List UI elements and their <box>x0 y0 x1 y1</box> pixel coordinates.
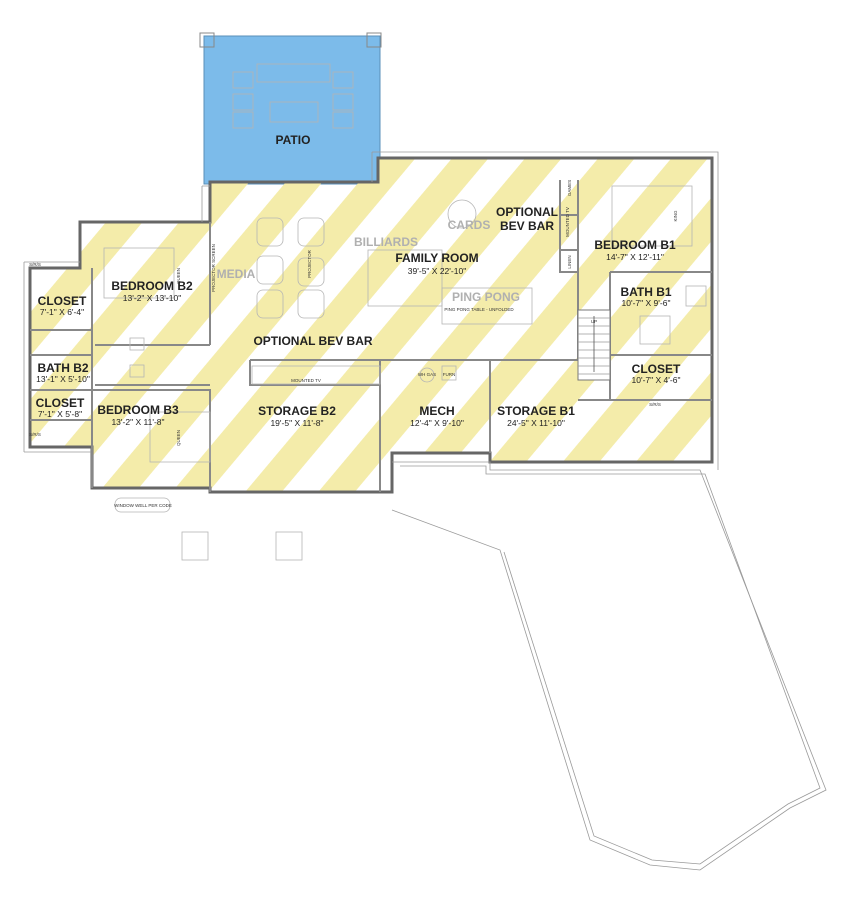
room-labels: PATIO FAMILY ROOM 39'-5" X 22'-10" OPTIO… <box>36 133 681 428</box>
small-annotations: PING PONG TABLE - UNFOLDED MOUNTED TV GA… <box>29 180 678 508</box>
patio-name: PATIO <box>276 133 311 147</box>
deck-outline <box>391 461 827 871</box>
bedroom-b2-name: BEDROOM B2 <box>111 279 193 293</box>
shelf-note-1: S/R/S <box>29 262 41 267</box>
stairs <box>577 309 611 381</box>
closet-bottom-dims: 7'-1" X 5'-8" <box>38 409 82 419</box>
closet-b1-dims: 10'-7" X 4'-6" <box>632 375 681 385</box>
king-note: KING <box>673 210 678 222</box>
bedroom-b3-name: BEDROOM B3 <box>97 403 179 417</box>
shelf-note-3: S/R/S <box>649 402 661 407</box>
up-note: UP <box>591 319 597 324</box>
wh-gas-note: WH GAS <box>418 372 436 377</box>
ping-pong-label: PING PONG <box>452 290 520 304</box>
projector-screen-note: PROJECTOR SCREEN <box>211 244 216 292</box>
fixture-labels: CARDS BILLIARDS MEDIA PING PONG <box>217 218 520 304</box>
queen-b3-note: QUEEN <box>176 430 181 446</box>
bedroom-b2-dims: 13'-2" X 13'-10" <box>123 293 181 303</box>
linen-note: LINEN <box>567 255 572 268</box>
shelf-note-2: S/R/S <box>29 432 41 437</box>
optional-bev-bar-upper-name2: BEV BAR <box>500 219 554 233</box>
furn-note: FURN <box>443 372 456 377</box>
window-well-note: WINDOW WELL PER CODE <box>114 503 172 508</box>
projector-note: PROJECTOR <box>307 249 312 277</box>
bedroom-b1-dims: 14'-7" X 12'-11" <box>606 252 664 262</box>
bath-b2-name: BATH B2 <box>37 361 88 375</box>
patio <box>199 32 382 185</box>
storage-b2-dims: 19'-5" X 11'-8" <box>270 418 323 428</box>
bath-b2-dims: 13'-1" X 5'-10" <box>36 374 90 384</box>
ping-pong-table-note: PING PONG TABLE - UNFOLDED <box>444 307 514 312</box>
mounted-tv-note: MOUNTED TV <box>291 378 321 383</box>
mounted-tv-b1-note: MOUNTED TV <box>565 207 570 237</box>
bath-b1-name: BATH B1 <box>620 285 671 299</box>
furniture <box>103 185 707 561</box>
closet-bottom-name: CLOSET <box>36 396 85 410</box>
family-room-name: FAMILY ROOM <box>395 251 478 265</box>
bedroom-b3-dims: 13'-2" X 11'-8" <box>111 417 164 427</box>
queen-b2-note: QUEEN <box>176 268 181 284</box>
cards-label: CARDS <box>448 218 491 232</box>
closet-b1-name: CLOSET <box>632 362 681 376</box>
storage-b2-name: STORAGE B2 <box>258 404 336 418</box>
optional-bev-bar-name: OPTIONAL BEV BAR <box>253 334 372 348</box>
bedroom-b1-name: BEDROOM B1 <box>594 238 676 252</box>
family-room-dims: 39'-5" X 22'-10" <box>408 266 466 276</box>
closet-top-name: CLOSET <box>38 294 87 308</box>
interior-walls <box>30 180 712 492</box>
billiards-label: BILLIARDS <box>354 235 418 249</box>
storage-b1-name: STORAGE B1 <box>497 404 575 418</box>
optional-bev-bar-upper-name: OPTIONAL <box>496 205 558 219</box>
mech-dims: 12'-4" X 9'-10" <box>410 418 464 428</box>
storage-b1-dims: 24'-5" X 11'-10" <box>507 418 565 428</box>
bath-b1-dims: 10'-7" X 9'-6" <box>622 298 671 308</box>
mech-name: MECH <box>419 404 454 418</box>
closet-top-dims: 7'-1" X 6'-4" <box>40 307 84 317</box>
media-label: MEDIA <box>217 267 256 281</box>
games-note: GAMES <box>567 180 572 196</box>
